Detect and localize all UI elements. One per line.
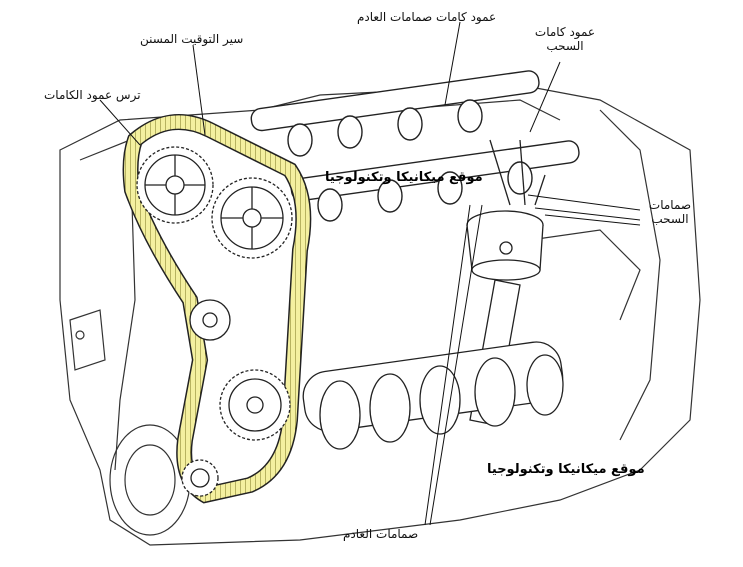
crankshaft-gear (181, 459, 219, 497)
tensioner-gear (219, 369, 291, 441)
camshaft-gear-exhaust (136, 146, 214, 224)
label-exhaust-valves: صمامات العادم (343, 527, 419, 541)
label-intake-camshaft: عمود كامات السحب (534, 25, 596, 53)
crankshaft (302, 341, 564, 450)
camshaft-gear-intake (211, 177, 293, 259)
idler-pulley (189, 299, 231, 341)
leader-lines (99, 21, 641, 526)
label-timing-belt: سير التوقيت المسنن (140, 32, 244, 46)
exhaust-camshaft (250, 70, 540, 157)
timing-belt (122, 114, 312, 504)
watermark-top: موقع ميكانيكا وتكنولوجيا (325, 170, 483, 185)
label-camshaft-gear: ترس عمود الكامات (44, 88, 141, 102)
watermark-bottom: موقع ميكانيكا وتكنولوجيا (487, 462, 645, 477)
label-exhaust-camshaft: عمود كامات صمامات العادم (357, 10, 497, 24)
label-intake-valves: صمامات السحب (648, 198, 692, 226)
